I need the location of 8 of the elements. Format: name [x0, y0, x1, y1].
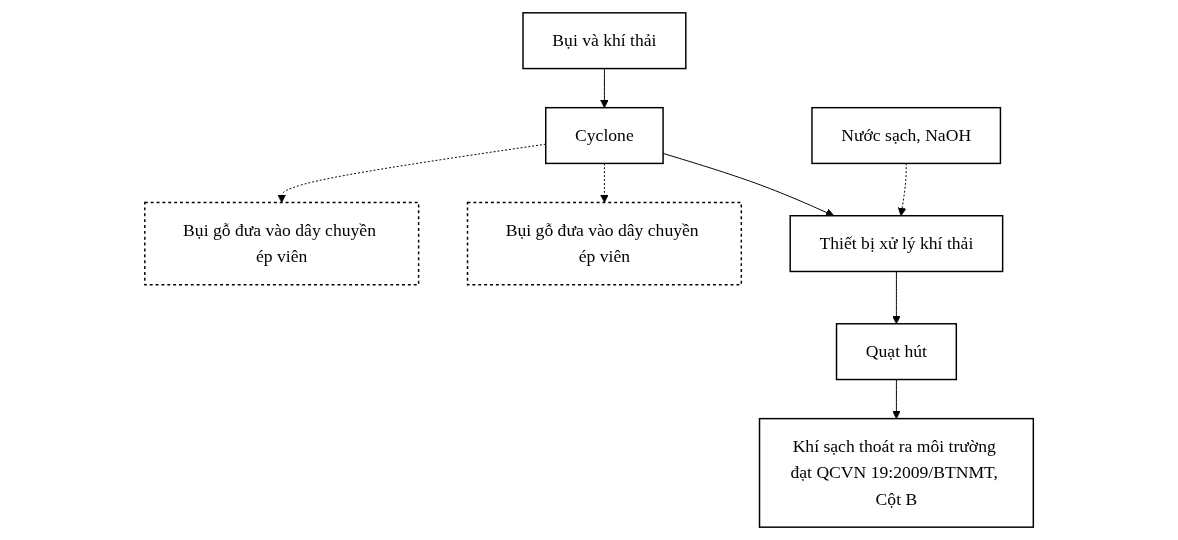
node-box: Bụi gỗ đưa vào dây chuyền ép viên — [144, 201, 420, 286]
node-box: Bụi gỗ đưa vào dây chuyền ép viên — [466, 201, 742, 286]
node-box: Bụi và khí thải — [522, 12, 687, 70]
node-box: Cyclone — [544, 106, 664, 165]
node-box: Quạt hút — [835, 323, 957, 381]
node-box: Khí sạch thoát ra môi trường đạt QCVN 19:2009/BTNMT, Cột B — [758, 417, 1034, 528]
node-box: Nước sạch, NaOH — [811, 106, 1002, 165]
node-box: Thiết bị xử lý khí thải — [789, 215, 1004, 273]
